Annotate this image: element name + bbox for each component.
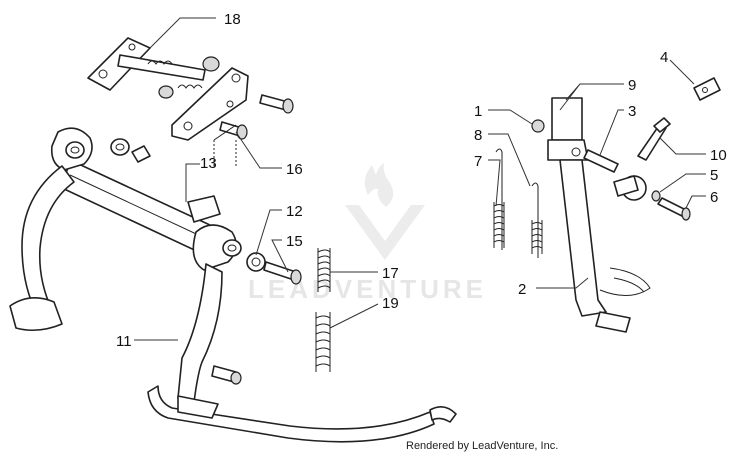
callout-11: 11 [116, 333, 132, 350]
callout-1: 1 [474, 103, 482, 120]
callout-16: 16 [286, 161, 303, 178]
callout-12: 12 [286, 203, 303, 220]
callout-10: 10 [710, 147, 727, 164]
callout-4: 4 [660, 49, 668, 66]
spring-17 [317, 249, 331, 289]
callout-9: 9 [628, 77, 636, 94]
callout-2: 2 [518, 281, 526, 298]
callout-13: 13 [200, 155, 217, 172]
watermark-text: LEADVENTURE [248, 274, 487, 304]
center-stand-assembly [9, 37, 457, 443]
spring-19 [315, 315, 331, 367]
callout-5: 5 [710, 167, 718, 184]
leader-lines [134, 17, 706, 341]
stand-right-leg [177, 263, 223, 403]
callout-17: 17 [382, 265, 399, 282]
callout-8: 8 [474, 127, 482, 144]
stand-left-leg [21, 165, 75, 317]
watermark: LEADVENTURE [248, 163, 487, 304]
callout-19: 19 [382, 295, 399, 312]
stand-left-foot [9, 297, 63, 332]
render-credit: Rendered by LeadVenture, Inc. [406, 440, 559, 452]
callout-18: 18 [224, 11, 241, 28]
side-stand-arm [559, 159, 607, 317]
callout-6: 6 [710, 189, 718, 206]
spring-8 [531, 222, 543, 249]
callout-3: 3 [628, 103, 636, 120]
callout-7: 7 [474, 153, 482, 170]
spring-7 [493, 204, 505, 243]
callout-15: 15 [286, 233, 303, 250]
callout-labels: 18 13 16 12 15 17 19 11 4 9 1 3 8 7 10 5… [116, 11, 727, 350]
bracket-shaft [117, 54, 206, 81]
bracket-plate-front [171, 67, 249, 141]
side-stand-assembly [493, 77, 721, 333]
